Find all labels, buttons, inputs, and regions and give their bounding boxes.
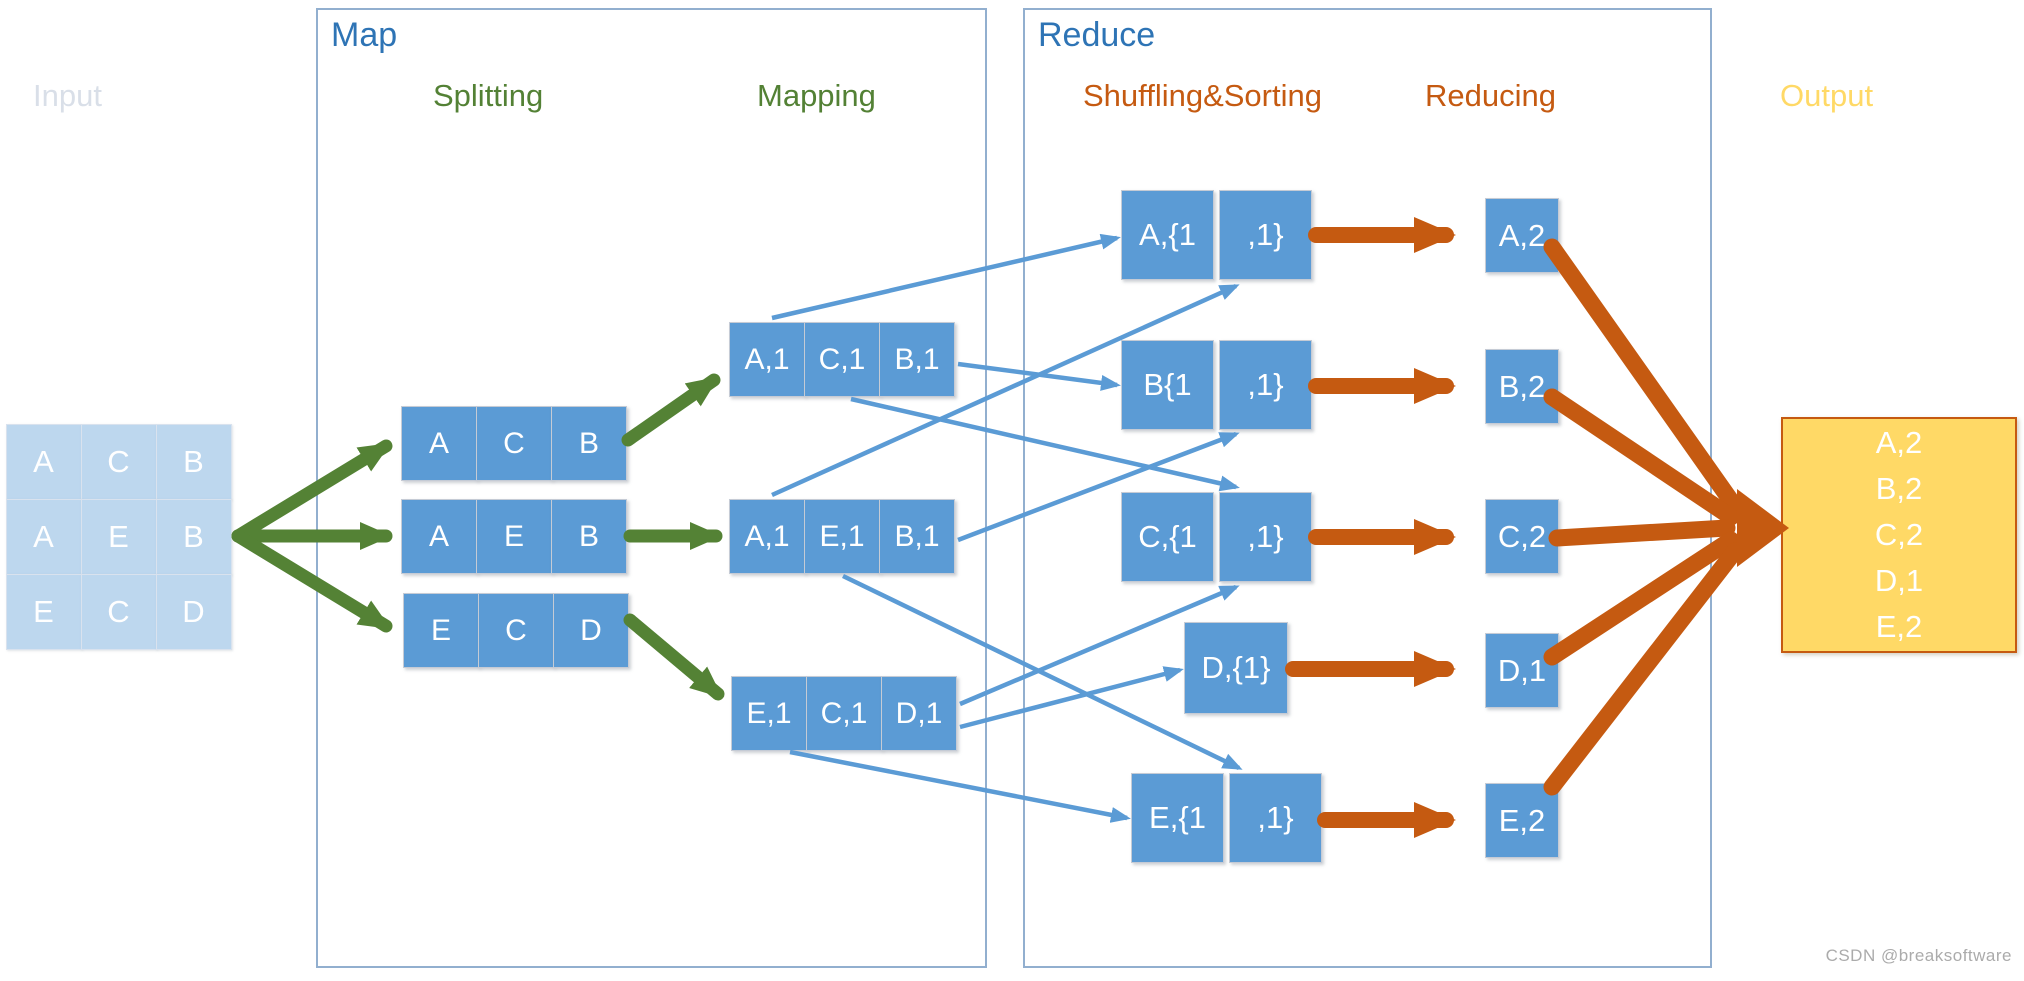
stage-label-mapping: Mapping — [757, 78, 876, 113]
input-cell: A — [5, 498, 82, 575]
shuffle-cell: ,1} — [1219, 340, 1312, 430]
output-line: E,2 — [1875, 609, 1923, 644]
shuffle-group-d: D,{1} — [1184, 622, 1288, 714]
map-panel — [316, 8, 987, 968]
map-row-1: A,1 C,1 B,1 — [729, 322, 955, 397]
input-grid: A C B A E B E C D — [5, 423, 232, 650]
map-row-2: A,1 E,1 B,1 — [729, 499, 955, 574]
split-cell: E — [403, 593, 479, 668]
reduce-cell-c: C,2 — [1485, 499, 1559, 574]
split-row-2: A E B — [401, 499, 627, 574]
input-cell: C — [80, 573, 157, 650]
shuffle-cell: E,{1 — [1131, 773, 1224, 863]
shuffle-cell: ,1} — [1219, 492, 1312, 582]
reduce-cell-b: B,2 — [1485, 349, 1559, 424]
split-cell: A — [401, 406, 477, 481]
split-cell: A — [401, 499, 477, 574]
reduce-cell-e: E,2 — [1485, 783, 1559, 858]
input-cell: B — [155, 423, 232, 500]
split-cell: B — [551, 406, 627, 481]
map-cell: C,1 — [804, 322, 880, 397]
stage-label-shuffling: Shuffling&Sorting — [1083, 78, 1322, 113]
output-line: A,2 — [1875, 425, 1923, 460]
input-cell: C — [80, 423, 157, 500]
split-cell: D — [553, 593, 629, 668]
output-line: B,2 — [1875, 471, 1923, 506]
stage-label-reducing: Reducing — [1425, 78, 1556, 113]
stage-label-output: Output — [1780, 78, 1874, 113]
reduce-cell-a: A,2 — [1485, 198, 1559, 273]
map-cell: A,1 — [729, 322, 805, 397]
map-cell: C,1 — [806, 676, 882, 751]
reduce-panel-title: Reduce — [1038, 16, 1156, 54]
shuffle-group-c: C,{1 ,1} — [1121, 492, 1312, 582]
map-cell: E,1 — [731, 676, 807, 751]
shuffle-cell: D,{1} — [1184, 622, 1288, 714]
input-cell: E — [5, 573, 82, 650]
output-line: D,1 — [1874, 563, 1924, 598]
map-cell: A,1 — [729, 499, 805, 574]
shuffle-cell: A,{1 — [1121, 190, 1214, 280]
map-panel-title: Map — [331, 16, 398, 54]
output-line: C,2 — [1874, 517, 1924, 552]
split-cell: E — [476, 499, 552, 574]
shuffle-group-b: B{1 ,1} — [1121, 340, 1312, 430]
split-cell: B — [551, 499, 627, 574]
reduce-cell-d: D,1 — [1485, 633, 1559, 708]
split-cell: C — [478, 593, 554, 668]
split-row-3: E C D — [403, 593, 629, 668]
shuffle-cell: C,{1 — [1121, 492, 1214, 582]
watermark: CSDN @breaksoftware — [1825, 946, 2012, 965]
shuffle-group-e: E,{1 ,1} — [1131, 773, 1322, 863]
map-cell: E,1 — [804, 499, 880, 574]
split-cell: C — [476, 406, 552, 481]
input-cell: A — [5, 423, 82, 500]
map-cell: B,1 — [879, 499, 955, 574]
output-box: A,2 B,2 C,2 D,1 E,2 — [1781, 417, 2017, 653]
input-cell: E — [80, 498, 157, 575]
map-row-3: E,1 C,1 D,1 — [731, 676, 957, 751]
shuffle-cell: ,1} — [1219, 190, 1312, 280]
map-cell: B,1 — [879, 322, 955, 397]
split-row-1: A C B — [401, 406, 627, 481]
stage-label-input: Input — [33, 78, 102, 113]
shuffle-group-a: A,{1 ,1} — [1121, 190, 1312, 280]
input-cell: B — [155, 498, 232, 575]
stage-label-splitting: Splitting — [433, 78, 544, 113]
map-cell: D,1 — [881, 676, 957, 751]
shuffle-cell: ,1} — [1229, 773, 1322, 863]
reduce-panel — [1023, 8, 1712, 968]
input-cell: D — [155, 573, 232, 650]
shuffle-cell: B{1 — [1121, 340, 1214, 430]
